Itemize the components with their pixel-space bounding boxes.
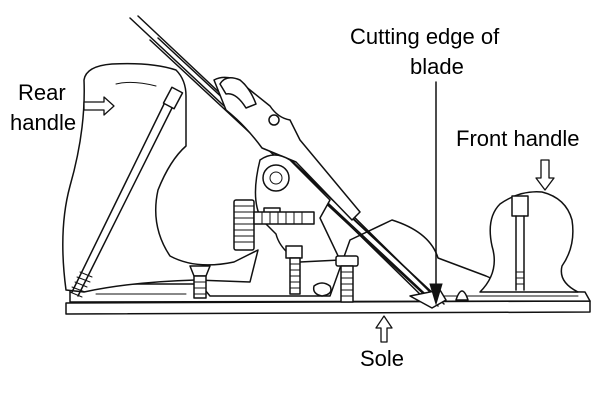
rear-handle-arrow — [83, 96, 115, 116]
front-handle-label: Front handle — [456, 126, 580, 151]
front-handle-knob — [479, 191, 579, 293]
rear-handle-label-line1: Rear — [18, 80, 66, 105]
sole-label: Sole — [360, 346, 405, 371]
front-handle-arrow — [535, 159, 555, 191]
rear-handle-label-line2: handle — [10, 110, 77, 135]
sole-plate — [65, 300, 591, 315]
frog-screws — [189, 245, 359, 303]
rear-handle-tote — [62, 62, 259, 293]
cutting-edge-label-line1: Cutting edge of — [350, 24, 500, 49]
cutting-edge-label-line2: blade — [410, 54, 464, 79]
lever-cap-cam — [219, 77, 257, 109]
toe-bump — [455, 290, 469, 301]
rear-handle-bolt-thread — [69, 271, 93, 298]
sole-arrow — [375, 315, 393, 343]
depth-adjustment-knob — [233, 199, 315, 251]
